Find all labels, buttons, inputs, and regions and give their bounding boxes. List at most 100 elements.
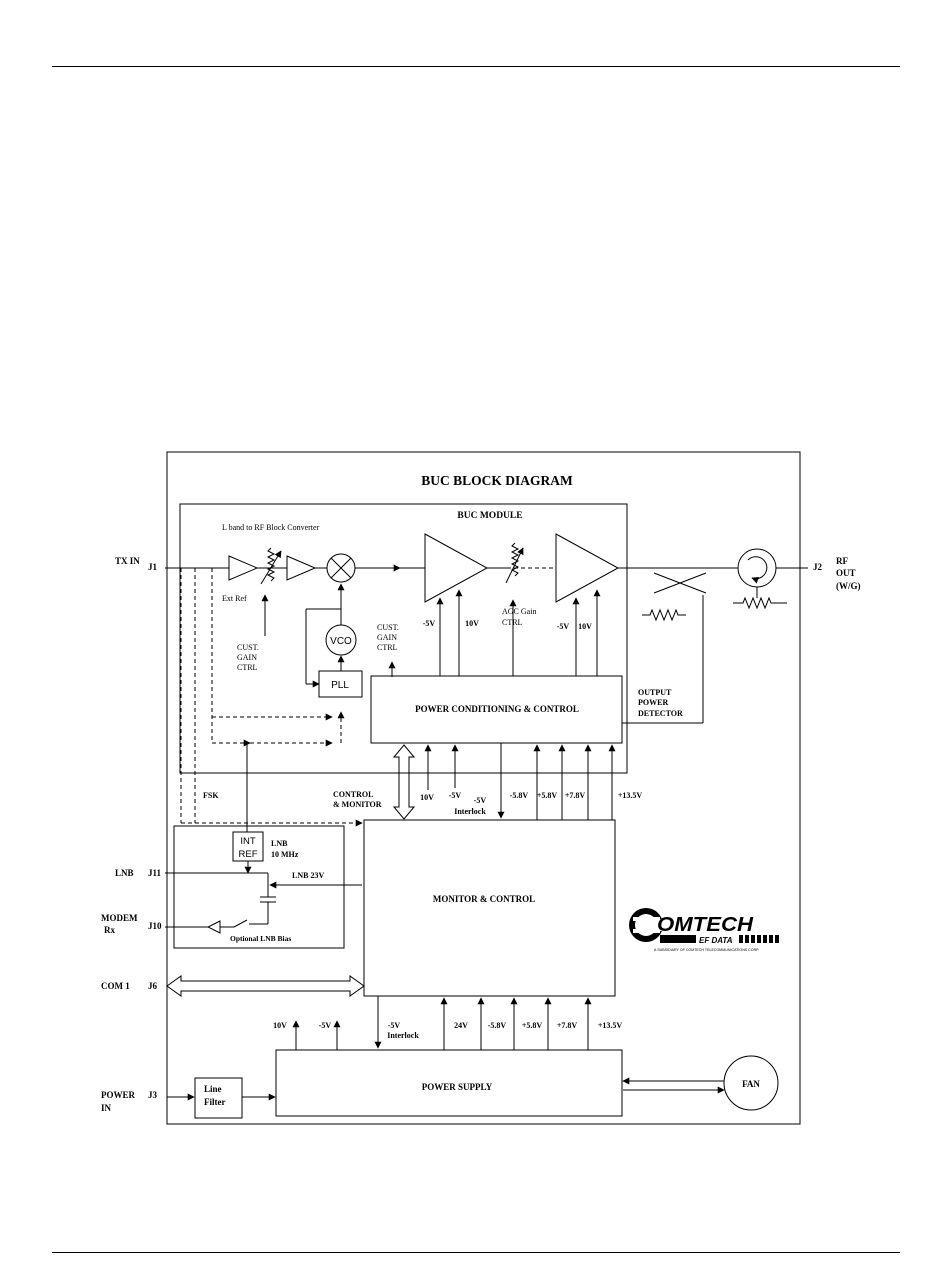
ps-rail-4: +13.5V [598, 1021, 623, 1030]
tx-in-label: TX IN [115, 556, 140, 566]
preamp-2 [286, 555, 317, 581]
diagram-frame [166, 451, 801, 1125]
power-conditioning-box [370, 675, 623, 744]
pc-minus5: -5V [449, 791, 462, 800]
power-supply-box [275, 1049, 623, 1117]
lnb-10mhz: LNB [271, 839, 288, 848]
cust-gain-ctrl-1: CUST. [237, 643, 259, 652]
amp2-10v: 10V [578, 622, 592, 631]
control-monitor-label-b: & MONITOR [333, 800, 382, 809]
output-power-detector-b: POWER [638, 698, 668, 707]
footer-rule [52, 1252, 900, 1253]
pc-minus5-interlock: -5V [474, 796, 487, 805]
j10-label: J10 [148, 921, 162, 931]
ps-minus5: -5V [319, 1021, 332, 1030]
ps-rail-3: +7.8V [557, 1021, 578, 1030]
lnb-box [173, 825, 345, 949]
ps-minus5-interlock: -5V [388, 1021, 401, 1030]
cust-gain-ctrl-1b: GAIN [237, 653, 257, 662]
com1-label: COM 1 [101, 981, 130, 991]
agc-attenuator-arrow [505, 547, 524, 584]
ps-rail-1: -5.8V [488, 1021, 507, 1030]
buc-module-box [179, 503, 628, 774]
preamp-1 [228, 555, 259, 581]
pc-rail-4: +13.5V [618, 791, 643, 800]
lnb-23v: LNB 23V [292, 871, 324, 880]
cust-gain-ctrl-1c: CTRL [237, 663, 258, 672]
attenuator-1 [266, 547, 276, 582]
pll-label: PLL [331, 680, 349, 691]
control-monitor-bus [392, 744, 416, 820]
rf-out-label-c: (W/G) [836, 581, 861, 591]
logo-name: OMTECH [657, 914, 754, 936]
output-power-detector-c: DETECTOR [638, 709, 683, 718]
coupler-termination [642, 608, 686, 622]
j3-label: J3 [148, 1090, 158, 1100]
isolator-arrow [747, 556, 768, 584]
ps-rail-2: +5.8V [522, 1021, 543, 1030]
converter-label: L band to RF Block Converter [222, 523, 320, 532]
header-rule [52, 66, 900, 67]
power-amp-2 [555, 533, 620, 603]
output-power-detector: OUTPUT [638, 688, 672, 697]
ps-10v: 10V [273, 1021, 287, 1030]
control-monitor-label: CONTROL [333, 790, 373, 799]
attenuator-1-arrow [260, 550, 282, 585]
comtech-logo: OMTECH EF DATA A SUBSIDIARY OF COMTECH T… [629, 908, 779, 952]
cust-gain-ctrl-2b: GAIN [377, 633, 397, 642]
buc-module-label: BUC MODULE [457, 511, 522, 521]
pc-rail-2: +5.8V [537, 791, 558, 800]
mixer-cross-b [330, 557, 352, 579]
amp2-minus5: -5V [557, 622, 570, 631]
int-ref-label: INT [240, 836, 256, 847]
isolator-termination [733, 596, 787, 610]
ext-ref-label: Ext Ref [222, 594, 247, 603]
j6-label: J6 [148, 981, 158, 991]
power-conditioning-label: POWER CONDITIONING & CONTROL [415, 704, 579, 714]
line-filter-label-b: Filter [204, 1097, 226, 1107]
lnb-10mhz-b: 10 MHz [271, 850, 299, 859]
pc-10v: 10V [420, 793, 434, 802]
logo-sub: EF DATA [699, 936, 733, 945]
optional-lnb-bias: Optional LNB Bias [230, 934, 291, 943]
fsk-label: FSK [203, 791, 219, 800]
logo-tagline: A SUBSIDIARY OF COMTECH TELECOMMUNICATIO… [654, 948, 759, 952]
modem-rx-label: MODEM [101, 913, 138, 923]
j2-label: J2 [813, 562, 823, 572]
modem-rx-label-b: Rx [104, 925, 115, 935]
diagram-title: BUC BLOCK DIAGRAM [421, 473, 573, 488]
cust-gain-ctrl-2c: CTRL [377, 643, 398, 652]
ps-minus5-interlock-b: Interlock [387, 1031, 419, 1040]
int-ref-label-b: REF [239, 849, 258, 860]
pc-rail-1: -5.8V [510, 791, 529, 800]
agc-attenuator [510, 542, 520, 577]
power-amp-1 [424, 533, 489, 603]
pc-minus5-interlock-b: Interlock [454, 807, 486, 816]
j11-label: J11 [148, 868, 162, 878]
monitor-control-box [363, 819, 616, 997]
fan-label: FAN [742, 1079, 760, 1089]
pc-rail-3: +7.8V [565, 791, 586, 800]
power-in-label-b: IN [101, 1103, 112, 1113]
ps-24v: 24V [454, 1021, 468, 1030]
agc-gain-ctrl: AGC Gain [502, 607, 536, 616]
coupler-line-b [653, 572, 707, 594]
monitor-control-label: MONITOR & CONTROL [433, 894, 535, 904]
bias-switch [233, 919, 248, 928]
power-in-label: POWER [101, 1090, 136, 1100]
power-supply-label: POWER SUPPLY [422, 1082, 493, 1092]
fan-circle [723, 1055, 779, 1111]
amp1-10v: 10V [465, 619, 479, 628]
agc-gain-ctrl-b: CTRL [502, 618, 523, 627]
isolator [737, 548, 777, 588]
rf-out-label-b: OUT [836, 568, 856, 578]
lnb-label: LNB [115, 868, 134, 878]
rf-out-label: RF [836, 556, 848, 566]
amp1-minus5: -5V [423, 619, 436, 628]
com1-bus [166, 975, 365, 997]
cust-gain-ctrl-2: CUST. [377, 623, 399, 632]
bias-buffer [206, 920, 221, 934]
line-filter-label: Line [204, 1084, 222, 1094]
j1-label: J1 [148, 562, 158, 572]
